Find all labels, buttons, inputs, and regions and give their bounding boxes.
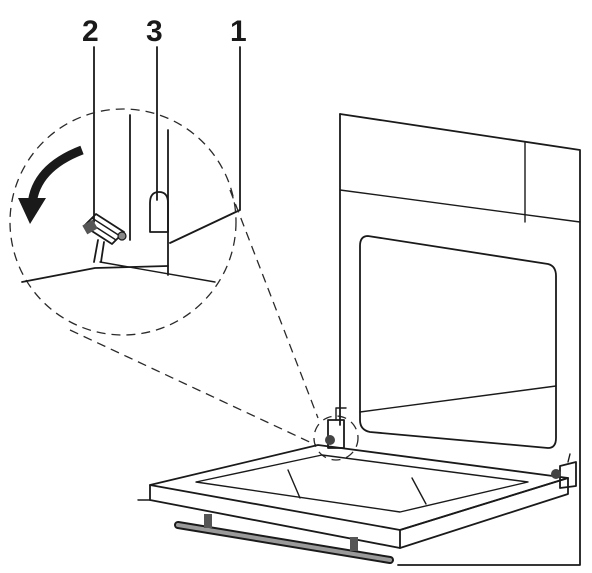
hinge-detail-marker — [313, 415, 359, 461]
oven-door-open — [137, 444, 569, 564]
projection-line-lower — [69, 329, 317, 446]
door-glass-pane — [195, 454, 529, 513]
callout-1: 1 — [230, 15, 247, 48]
rotation-arrow-icon — [18, 145, 84, 224]
control-band-lower — [339, 189, 581, 223]
floor-line-back — [21, 265, 169, 283]
hinge-right[interactable] — [551, 453, 577, 489]
oven-cavity-floor — [359, 385, 557, 413]
detail-magnifier — [9, 108, 359, 461]
door-front-edge — [149, 484, 401, 549]
hinge-lever[interactable] — [82, 213, 127, 263]
callout-3: 3 — [146, 15, 163, 48]
hinge-left[interactable] — [325, 407, 347, 449]
glass-reflection-2 — [411, 477, 427, 505]
callout-2: 2 — [82, 15, 99, 48]
floor-line-front — [99, 261, 216, 283]
detail-circle — [9, 108, 237, 336]
detail-contents — [18, 114, 216, 283]
glass-reflection-1 — [287, 469, 301, 499]
door-side-edge — [399, 477, 569, 549]
leader-line-1 — [169, 46, 241, 244]
oven-body — [339, 113, 581, 566]
projection-line-upper — [229, 189, 319, 419]
oven-cavity-opening — [359, 235, 557, 449]
door-handle[interactable] — [174, 514, 394, 564]
oven-front-panel — [339, 113, 581, 566]
hinge-slot — [149, 191, 169, 233]
leader-lines — [93, 46, 241, 244]
